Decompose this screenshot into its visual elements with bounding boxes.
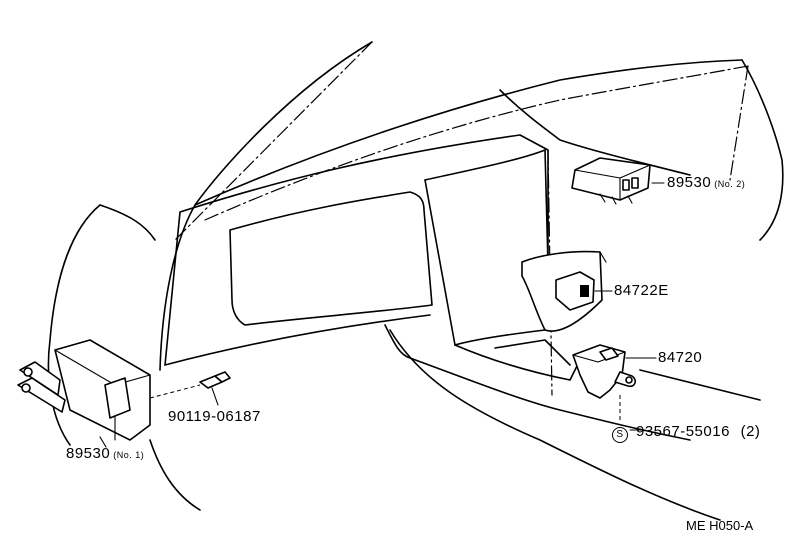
label-switch-84720: 84720: [658, 349, 702, 366]
switch-upper-number: 84722E: [614, 282, 669, 299]
console-left: [424, 179, 546, 346]
screw-number: 93567-55016: [636, 423, 730, 440]
switch-84722e-drawing: [521, 250, 607, 332]
tray-inner: [494, 339, 571, 366]
relay-no1-suffix: (No. 1): [113, 450, 145, 460]
door-pillar: [47, 204, 101, 446]
cluster-bottom: [164, 314, 431, 366]
dash-top-line: [194, 59, 743, 206]
leader-relay-no1: [99, 436, 107, 448]
bolt-axis: [149, 384, 201, 399]
a-pillar-line: [159, 41, 373, 371]
relay-no2-suffix: (No. 2): [714, 179, 746, 189]
switch-lower-number: 84720: [658, 349, 703, 366]
console-base: [384, 324, 691, 441]
label-relay-no2: 89530(No. 2): [667, 174, 745, 191]
door-bottom: [149, 439, 201, 511]
label-switch-84722e: 84722E: [614, 282, 669, 299]
label-screw: S 93567-55016 (2): [612, 423, 760, 443]
right-edge: [741, 59, 784, 241]
cluster-outer: [164, 134, 549, 366]
cluster-panel: [229, 191, 433, 326]
floor-right: [639, 369, 761, 401]
relay-no2-drawing: [571, 157, 651, 205]
console-tray: [454, 344, 581, 381]
screw-symbol-icon: S: [612, 427, 628, 443]
door-top: [99, 204, 156, 241]
label-bolt: 90119-06187: [168, 408, 261, 425]
console-top: [424, 149, 549, 266]
leader-bolt: [211, 387, 219, 406]
right-centerline: [729, 65, 749, 181]
relay-no2-number: 89530: [667, 174, 712, 191]
dash-top-centerline: [204, 65, 749, 221]
screw-qty: (2): [740, 423, 761, 440]
label-relay-no1: 89530(No. 1): [66, 445, 144, 462]
bolt-drawing: [199, 371, 231, 389]
pillar-centerline: [174, 41, 373, 241]
diagram-code: ME H050-A: [686, 518, 754, 533]
switch-84720-drawing: [572, 344, 637, 399]
floor-line: [389, 329, 721, 521]
relay-no1-number: 89530: [66, 445, 111, 462]
relay-no1-drawing: [17, 339, 151, 441]
bolt-number: 90119-06187: [168, 408, 261, 425]
